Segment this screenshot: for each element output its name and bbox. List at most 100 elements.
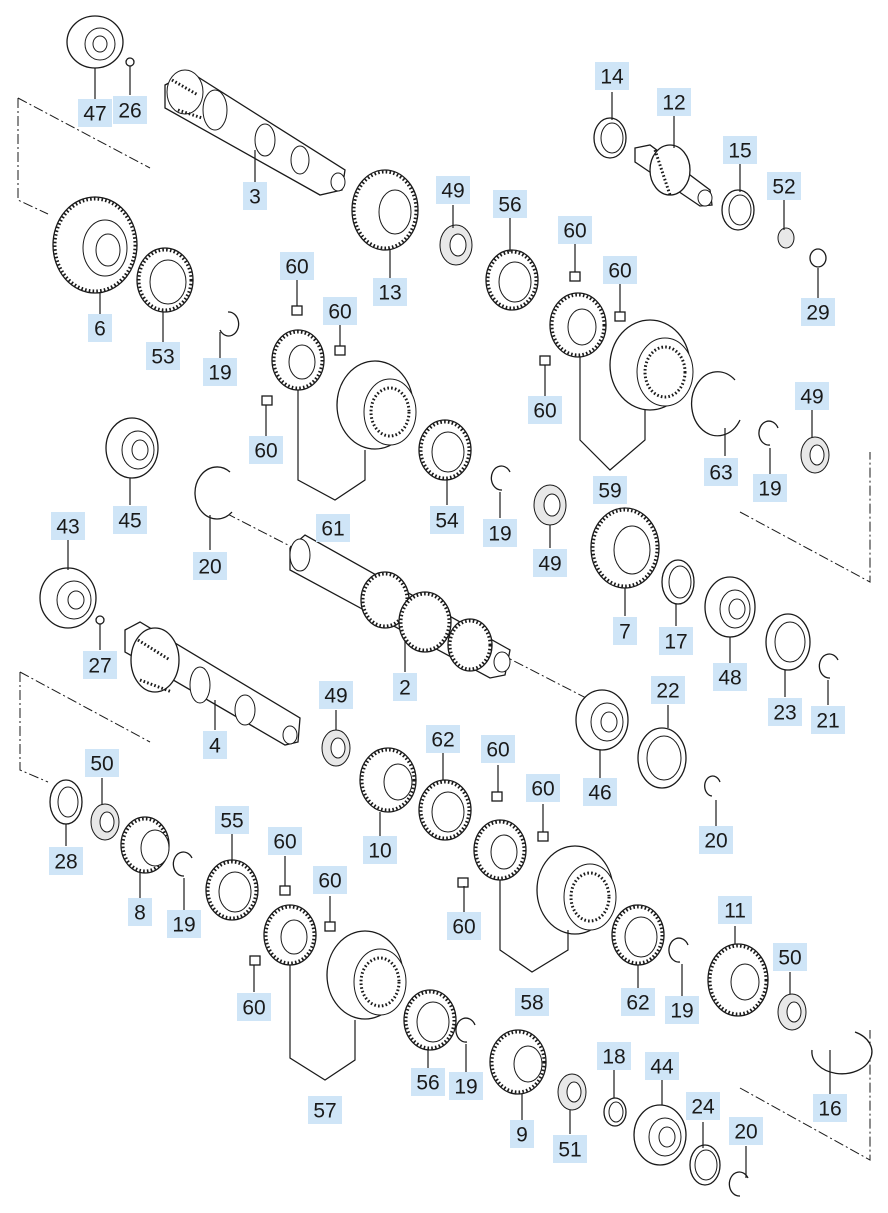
callout-box (811, 706, 845, 734)
callout-19: 19 (167, 910, 201, 938)
callout-box (323, 297, 357, 325)
callout-number: 51 (558, 1139, 581, 1162)
synchro-61-part (271, 329, 417, 450)
ring-27-part (95, 615, 105, 625)
callout-53: 53 (146, 342, 180, 370)
callout-60: 60 (313, 866, 347, 894)
callout-box (718, 896, 752, 924)
callout-box (203, 358, 237, 386)
callout-number: 2 (399, 677, 411, 700)
callout-6: 6 (88, 314, 112, 342)
callout-2: 2 (393, 673, 417, 701)
callout-59: 59 (593, 476, 627, 504)
callout-60: 60 (447, 912, 481, 940)
callout-number: 19 (454, 1076, 477, 1099)
synchro-58-part (473, 819, 617, 935)
gear-10-part (359, 747, 417, 813)
callout-box (280, 252, 314, 280)
callout-box (713, 663, 747, 691)
ring-56b-part (403, 989, 457, 1051)
callout-box (773, 943, 807, 971)
callout-57: 57 (308, 1096, 342, 1124)
callout-56: 56 (411, 1068, 445, 1096)
callout-60: 60 (268, 827, 302, 855)
callout-number: 14 (600, 66, 624, 89)
callout-50: 50 (85, 749, 119, 777)
callout-number: 19 (758, 478, 781, 501)
callout-4: 4 (203, 731, 227, 759)
callout-box (215, 806, 249, 834)
callout-box (510, 1120, 534, 1148)
callout-box (88, 314, 112, 342)
callout-20: 20 (193, 552, 227, 580)
snap-16-part (811, 1031, 873, 1075)
callout-number: 47 (83, 103, 106, 126)
callout-13: 13 (373, 278, 407, 306)
callout-box (483, 519, 517, 547)
gear-7-part (590, 507, 660, 589)
callout-number: 52 (772, 176, 795, 199)
gear-13-part (351, 169, 419, 251)
callout-number: 20 (704, 830, 727, 853)
callout-number: 61 (321, 518, 344, 541)
parts (39, 15, 873, 1197)
callout-number: 53 (151, 346, 174, 369)
clip-20c-part (728, 1171, 749, 1197)
callout-box (316, 514, 350, 542)
shaft-4-part (124, 621, 301, 746)
callout-box (249, 436, 283, 464)
callout-26: 26 (113, 96, 147, 124)
callout-44: 44 (645, 1052, 679, 1080)
callout-box (193, 552, 227, 580)
callout-15: 15 (723, 136, 757, 164)
ring-18-part (603, 1097, 627, 1127)
gear-6-part (52, 196, 138, 294)
callout-box (113, 96, 147, 124)
callout-49: 49 (533, 549, 567, 577)
clip-19d-part (172, 851, 193, 877)
gear-8-part (120, 816, 170, 874)
callout-box (449, 1072, 483, 1100)
callout-number: 50 (90, 753, 113, 776)
ring-14-part (593, 117, 627, 159)
callout-number: 13 (378, 282, 401, 305)
callout-18: 18 (597, 1042, 631, 1070)
callout-19: 19 (203, 358, 237, 386)
callout-box (659, 627, 693, 655)
callout-number: 57 (313, 1100, 336, 1123)
callout-19: 19 (449, 1072, 483, 1100)
callout-10: 10 (363, 836, 397, 864)
callout-box (753, 474, 787, 502)
callout-box (313, 866, 347, 894)
callout-number: 11 (724, 900, 746, 923)
callout-51: 51 (553, 1135, 587, 1163)
callout-58: 58 (515, 988, 549, 1016)
callout-number: 19 (670, 1000, 693, 1023)
shaft-2-part (289, 534, 511, 679)
callout-box (699, 826, 733, 854)
callout-48: 48 (713, 663, 747, 691)
shaft-12-part (634, 144, 713, 207)
key-60-parts (261, 271, 626, 406)
callout-box (583, 778, 617, 806)
callout-19: 19 (753, 474, 787, 502)
callout-box (243, 182, 267, 210)
callout-box (597, 1042, 631, 1070)
callout-number: 60 (452, 916, 475, 939)
callout-55: 55 (215, 806, 249, 834)
callout-number: 8 (134, 902, 146, 925)
callout-box (768, 698, 802, 726)
callout-box (704, 458, 738, 486)
callout-box (621, 988, 655, 1016)
clip-19a-part (219, 311, 240, 337)
needle-49d-part (321, 729, 351, 767)
callout-number: 58 (520, 992, 543, 1015)
callout-number: 60 (531, 778, 554, 801)
callout-box (426, 725, 460, 753)
bearing-45-part (105, 417, 159, 479)
bearing-48-part (704, 576, 756, 638)
callout-61: 61 (316, 514, 350, 542)
callout-60: 60 (237, 993, 271, 1021)
callout-number: 27 (88, 655, 111, 678)
clip-29-part (809, 248, 827, 268)
